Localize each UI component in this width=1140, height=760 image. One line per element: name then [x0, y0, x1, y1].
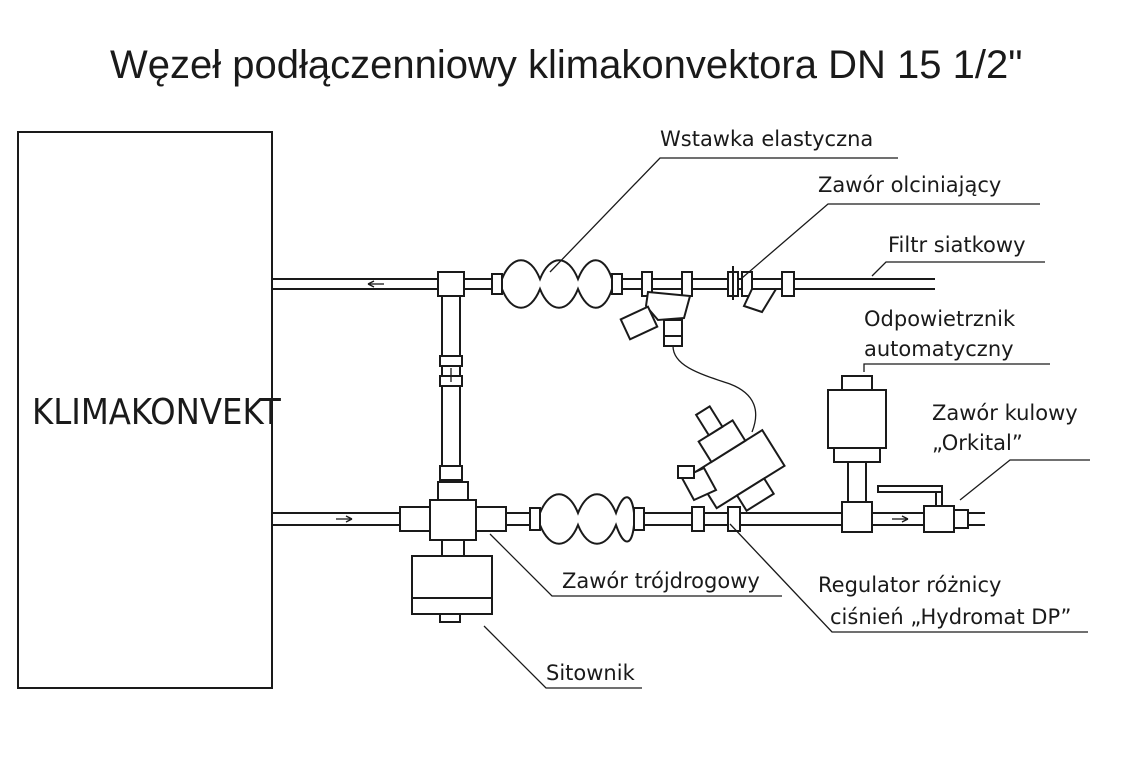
shutoff-valve: [619, 266, 739, 347]
impulse-tube: [672, 345, 757, 433]
label-regulator-1: Regulator różnicy: [818, 573, 1001, 597]
label-shutoff-valve: Zawór olciniający: [818, 173, 1001, 197]
label-air-vent-2: automatyczny: [864, 337, 1014, 361]
label-flexible-insert: Wstawka elastyczna: [660, 127, 873, 151]
diagram-title: Węzeł podłączenniowy klimakonvektora DN …: [110, 43, 1022, 87]
leader-lines: [483, 157, 1090, 689]
flexible-insert-upper: [491, 259, 623, 309]
three-way-valve: [399, 481, 507, 557]
label-ball-valve-1: Zawór kulowy: [932, 401, 1078, 425]
mesh-filter: [741, 271, 795, 314]
label-three-way-valve: Zawór trójdrogowy: [562, 569, 760, 593]
pressure-regulator: [677, 405, 786, 532]
flexible-insert-lower: [529, 493, 645, 545]
label-regulator-2: ciśnień „Hydromat DP”: [830, 605, 1071, 629]
automatic-air-vent: [827, 375, 887, 533]
label-ball-valve-2: „Orkital”: [932, 431, 1023, 455]
upper-tee: [437, 271, 465, 297]
label-actuator: Sitownik: [546, 661, 636, 685]
actuator: [411, 555, 493, 623]
label-air-vent-1: Odpowietrznik: [864, 307, 1016, 331]
bypass-pipe: [439, 295, 463, 483]
fan-coil-unit: KLIMAKONVEKT: [17, 131, 281, 689]
ball-valve: [877, 485, 969, 533]
unit-label: KLIMAKONVEKT: [32, 392, 281, 433]
label-mesh-filter: Filtr siatkowy: [888, 233, 1026, 257]
